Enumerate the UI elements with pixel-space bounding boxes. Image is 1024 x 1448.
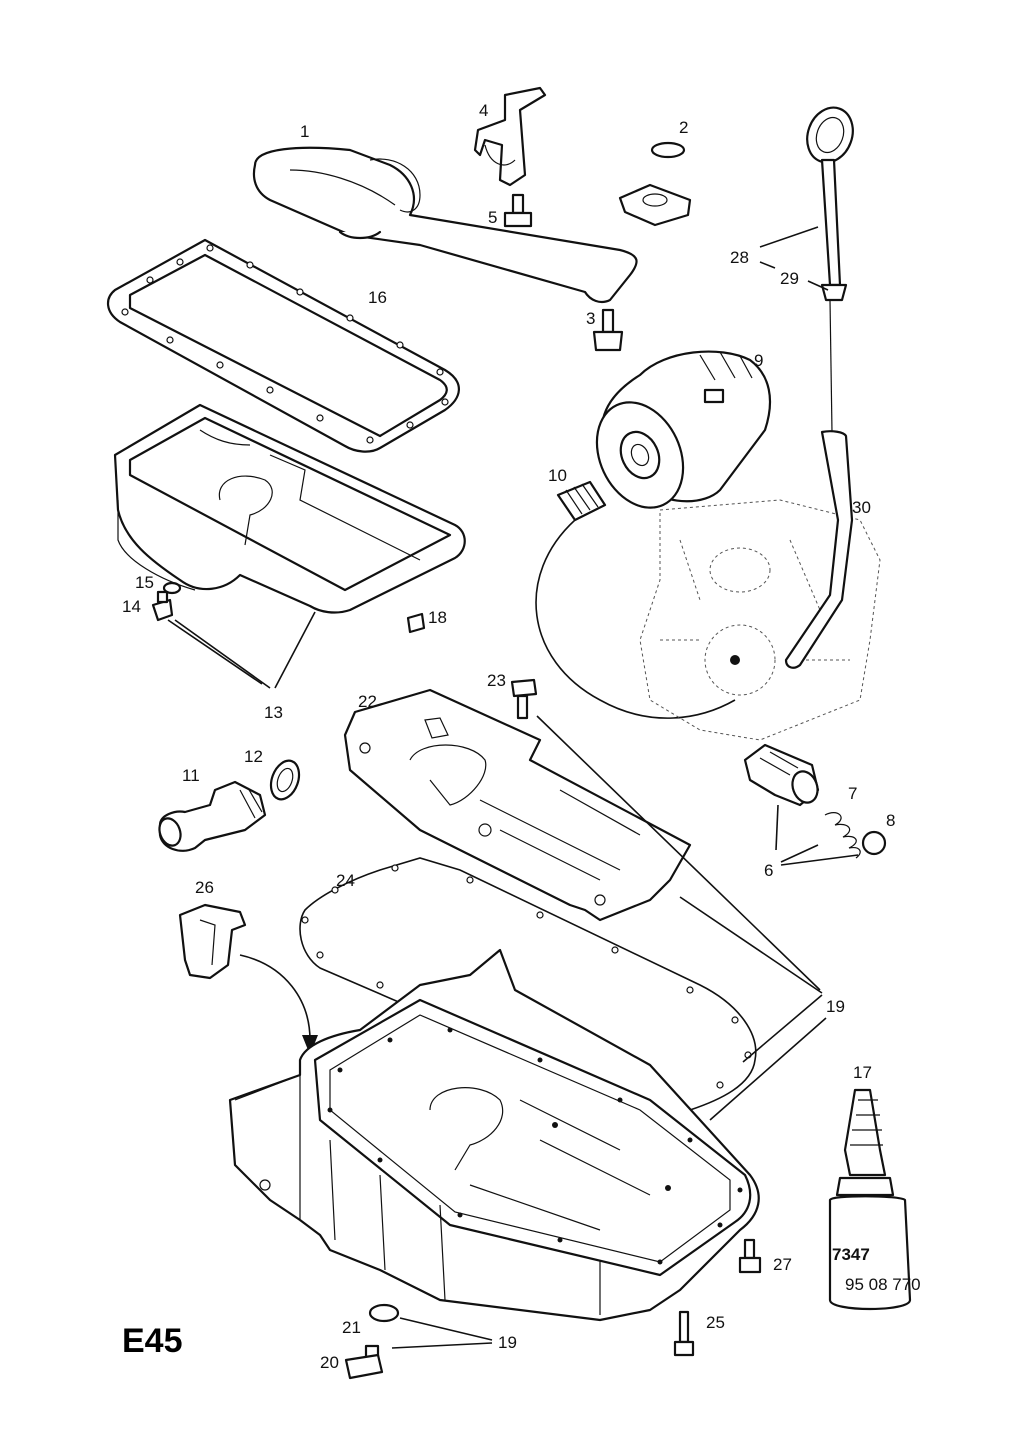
callout-19-c: 19: [498, 1333, 517, 1352]
sealing-washer-12: [269, 759, 301, 801]
callout-29: 29: [780, 269, 799, 288]
drain-plug-14: [151, 590, 174, 622]
callout-15: 15: [135, 573, 154, 592]
callout-22: 22: [358, 692, 377, 711]
relief-valve-ball: [861, 830, 887, 856]
sealant-bottle: 7347 95 08 770: [828, 1088, 921, 1311]
callout-13: 13: [264, 703, 283, 722]
plug-18: [406, 612, 426, 634]
dipstick-tube: [784, 430, 854, 669]
callout-7: 7: [848, 784, 857, 803]
assembly-arrow-head: [302, 1035, 318, 1055]
callout-27: 27: [773, 1255, 792, 1274]
callout-5: 5: [488, 208, 497, 227]
callout-2: 2: [679, 118, 688, 137]
o-ring: [650, 141, 686, 159]
engine-detail-view: [535, 499, 881, 741]
callout-8: 8: [886, 811, 895, 830]
callout-1: 1: [300, 122, 309, 141]
bolt-23: [510, 678, 538, 720]
callout-11: 11: [182, 766, 200, 785]
callout-19-a: 19: [826, 997, 845, 1016]
callout-28: 28: [730, 248, 749, 267]
upper-oil-pan: [113, 403, 466, 614]
bolt-5: [503, 193, 533, 228]
page-code-label: E45: [122, 1322, 183, 1360]
callout-6: 6: [764, 861, 773, 880]
lower-oil-pan: [228, 948, 760, 1322]
callout-24: 24: [336, 871, 355, 890]
callout-labels: 1 2 3 4 5 6 7 8 9 10 11 12 13 14 15 16 1…: [122, 101, 895, 1372]
bottle-label-code: 7347: [832, 1245, 870, 1264]
callout-21: 21: [342, 1318, 361, 1337]
callout-25: 25: [706, 1313, 725, 1332]
pipe-bracket: [473, 86, 547, 187]
callout-10: 10: [548, 466, 567, 485]
callout-30: 30: [852, 498, 871, 517]
callout-12: 12: [244, 747, 263, 766]
oil-pickup-pipe: [252, 146, 692, 304]
oil-pressure-switch: [158, 780, 267, 852]
relief-valve-spring: [824, 812, 861, 859]
seal-ring-21: [368, 1303, 400, 1323]
bolt-3: [592, 308, 624, 352]
dipstick: [806, 106, 854, 433]
callout-26: 26: [195, 878, 214, 897]
callout-20: 20: [320, 1353, 339, 1372]
screw-25: [673, 1310, 695, 1357]
callout-14: 14: [122, 597, 141, 616]
callout-4: 4: [479, 101, 488, 120]
drain-plug-20: [344, 1344, 384, 1380]
bolt-27: [738, 1238, 762, 1274]
callout-9: 9: [754, 351, 763, 370]
callout-23: 23: [487, 671, 506, 690]
assembly-arrow-line: [239, 954, 311, 1041]
leader-lines: [167, 226, 859, 1349]
baffle-plate: [343, 688, 692, 922]
bottle-label-part-number: 95 08 770: [845, 1275, 921, 1294]
callout-16: 16: [368, 288, 387, 307]
relief-valve-plunger: [743, 743, 820, 807]
retaining-clip: [178, 903, 247, 980]
seal-ring-15: [162, 581, 182, 595]
upper-oil-pan-gasket: [107, 238, 460, 453]
callout-18: 18: [428, 608, 447, 627]
callout-3: 3: [586, 309, 595, 328]
threaded-union: [556, 480, 607, 522]
oil-filter: [595, 350, 772, 509]
callout-17: 17: [853, 1063, 872, 1082]
